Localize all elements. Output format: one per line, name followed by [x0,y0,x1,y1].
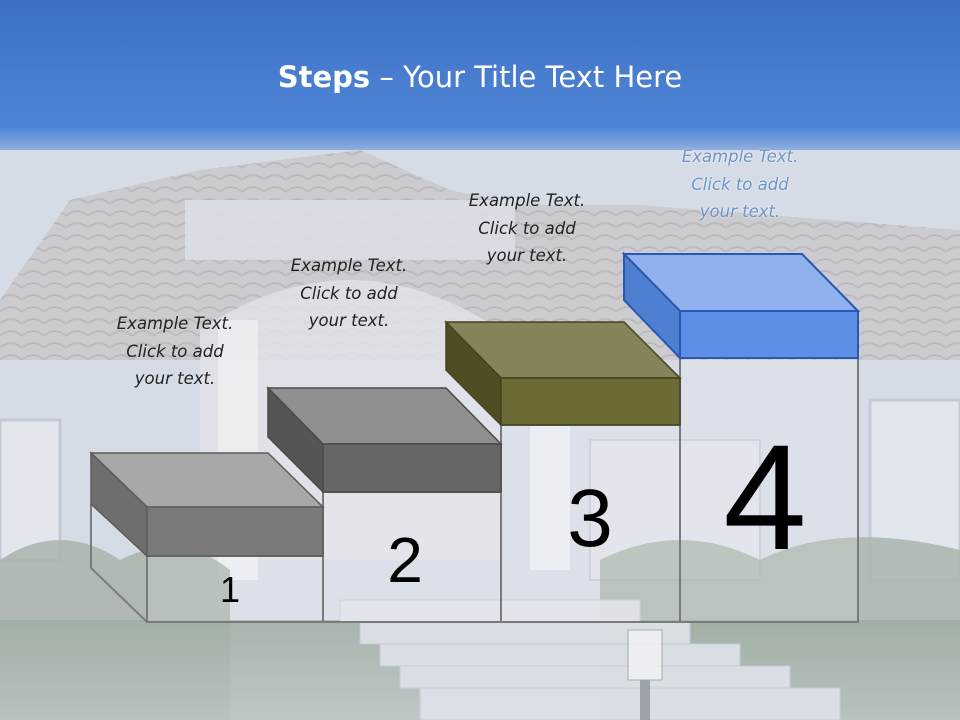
step-block-4-front [679,310,859,359]
front-stairs [339,599,841,720]
step-4-text[interactable]: Example Text. Click to add your text. [655,143,825,226]
step-number-1: 1 [219,569,241,610]
step-2-line-2: Click to add [300,283,398,303]
step-1-line-1: Example Text. [116,314,234,333]
step-1-line-3: your text. [134,369,216,388]
step-block-1 [89,451,325,558]
step-3-text[interactable]: Example Text. Click to add your text. [442,187,612,270]
slide-title[interactable]: Steps – Your Title Text Here [0,52,960,102]
step-4-line-1: Example Text. [681,147,799,166]
step-block-2 [266,386,503,494]
step-block-2-front [322,443,502,493]
step-2-text[interactable]: Example Text. Click to add your text. [264,252,434,335]
column-right [530,410,570,570]
step-number-3: 3 [567,473,613,564]
staircase-left-edge [90,504,148,623]
step-block-4 [621,251,861,361]
step-number-2: 2 [387,524,423,596]
step-1-line-2: Click to add [126,341,224,361]
porch-roof [185,200,515,260]
sky-header [0,0,960,170]
title-bold: Steps [277,60,371,94]
step-block-3 [444,320,682,427]
window-left [0,418,62,562]
step-block-1-front [146,506,324,557]
title-rest: – Your Title Text Here [370,60,683,94]
step-block-3-front [500,377,681,426]
step-number-4: 4 [723,413,807,581]
step-1-text[interactable]: Example Text. Click to add your text. [90,310,260,393]
lamp-post [627,629,663,720]
step-3-line-2: Click to add [478,218,576,238]
step-3-line-3: your text. [486,246,568,265]
step-3-line-1: Example Text. [468,191,586,210]
step-4-line-2: Click to add [691,174,789,194]
step-4-line-3: your text. [699,202,781,221]
step-2-line-1: Example Text. [290,256,408,275]
step-2-line-3: your text. [308,311,390,330]
